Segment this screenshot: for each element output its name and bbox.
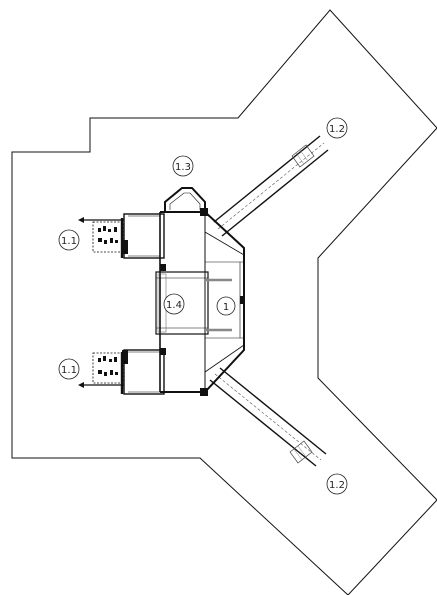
playground-area-bottom — [92, 352, 124, 384]
label-playground-top: 1.1 — [58, 229, 80, 251]
label-slide-top: 1.2 — [326, 117, 348, 139]
slide-top — [213, 135, 329, 237]
svg-text:1.3: 1.3 — [175, 162, 191, 173]
svg-text:1.1: 1.1 — [61, 236, 77, 247]
label-slide-bottom: 1.2 — [326, 473, 348, 495]
svg-text:1.2: 1.2 — [329, 124, 345, 135]
platform — [155, 271, 232, 335]
svg-text:1.1: 1.1 — [61, 365, 77, 376]
wing-top — [78, 213, 166, 271]
svg-text:1.4: 1.4 — [166, 300, 182, 311]
wing-bottom — [78, 348, 166, 395]
label-platform: 1.4 — [163, 293, 185, 315]
label-playground-bottom: 1.1 — [58, 358, 80, 380]
playground-area-top — [92, 221, 124, 253]
svg-text:1.2: 1.2 — [329, 480, 345, 491]
main-structure — [159, 208, 245, 396]
arch — [164, 187, 206, 212]
site-boundary — [11, 9, 437, 595]
label-main: 1 — [216, 296, 236, 316]
label-arch: 1.3 — [172, 155, 194, 177]
slide-bottom — [209, 367, 327, 467]
svg-text:1: 1 — [223, 302, 229, 313]
